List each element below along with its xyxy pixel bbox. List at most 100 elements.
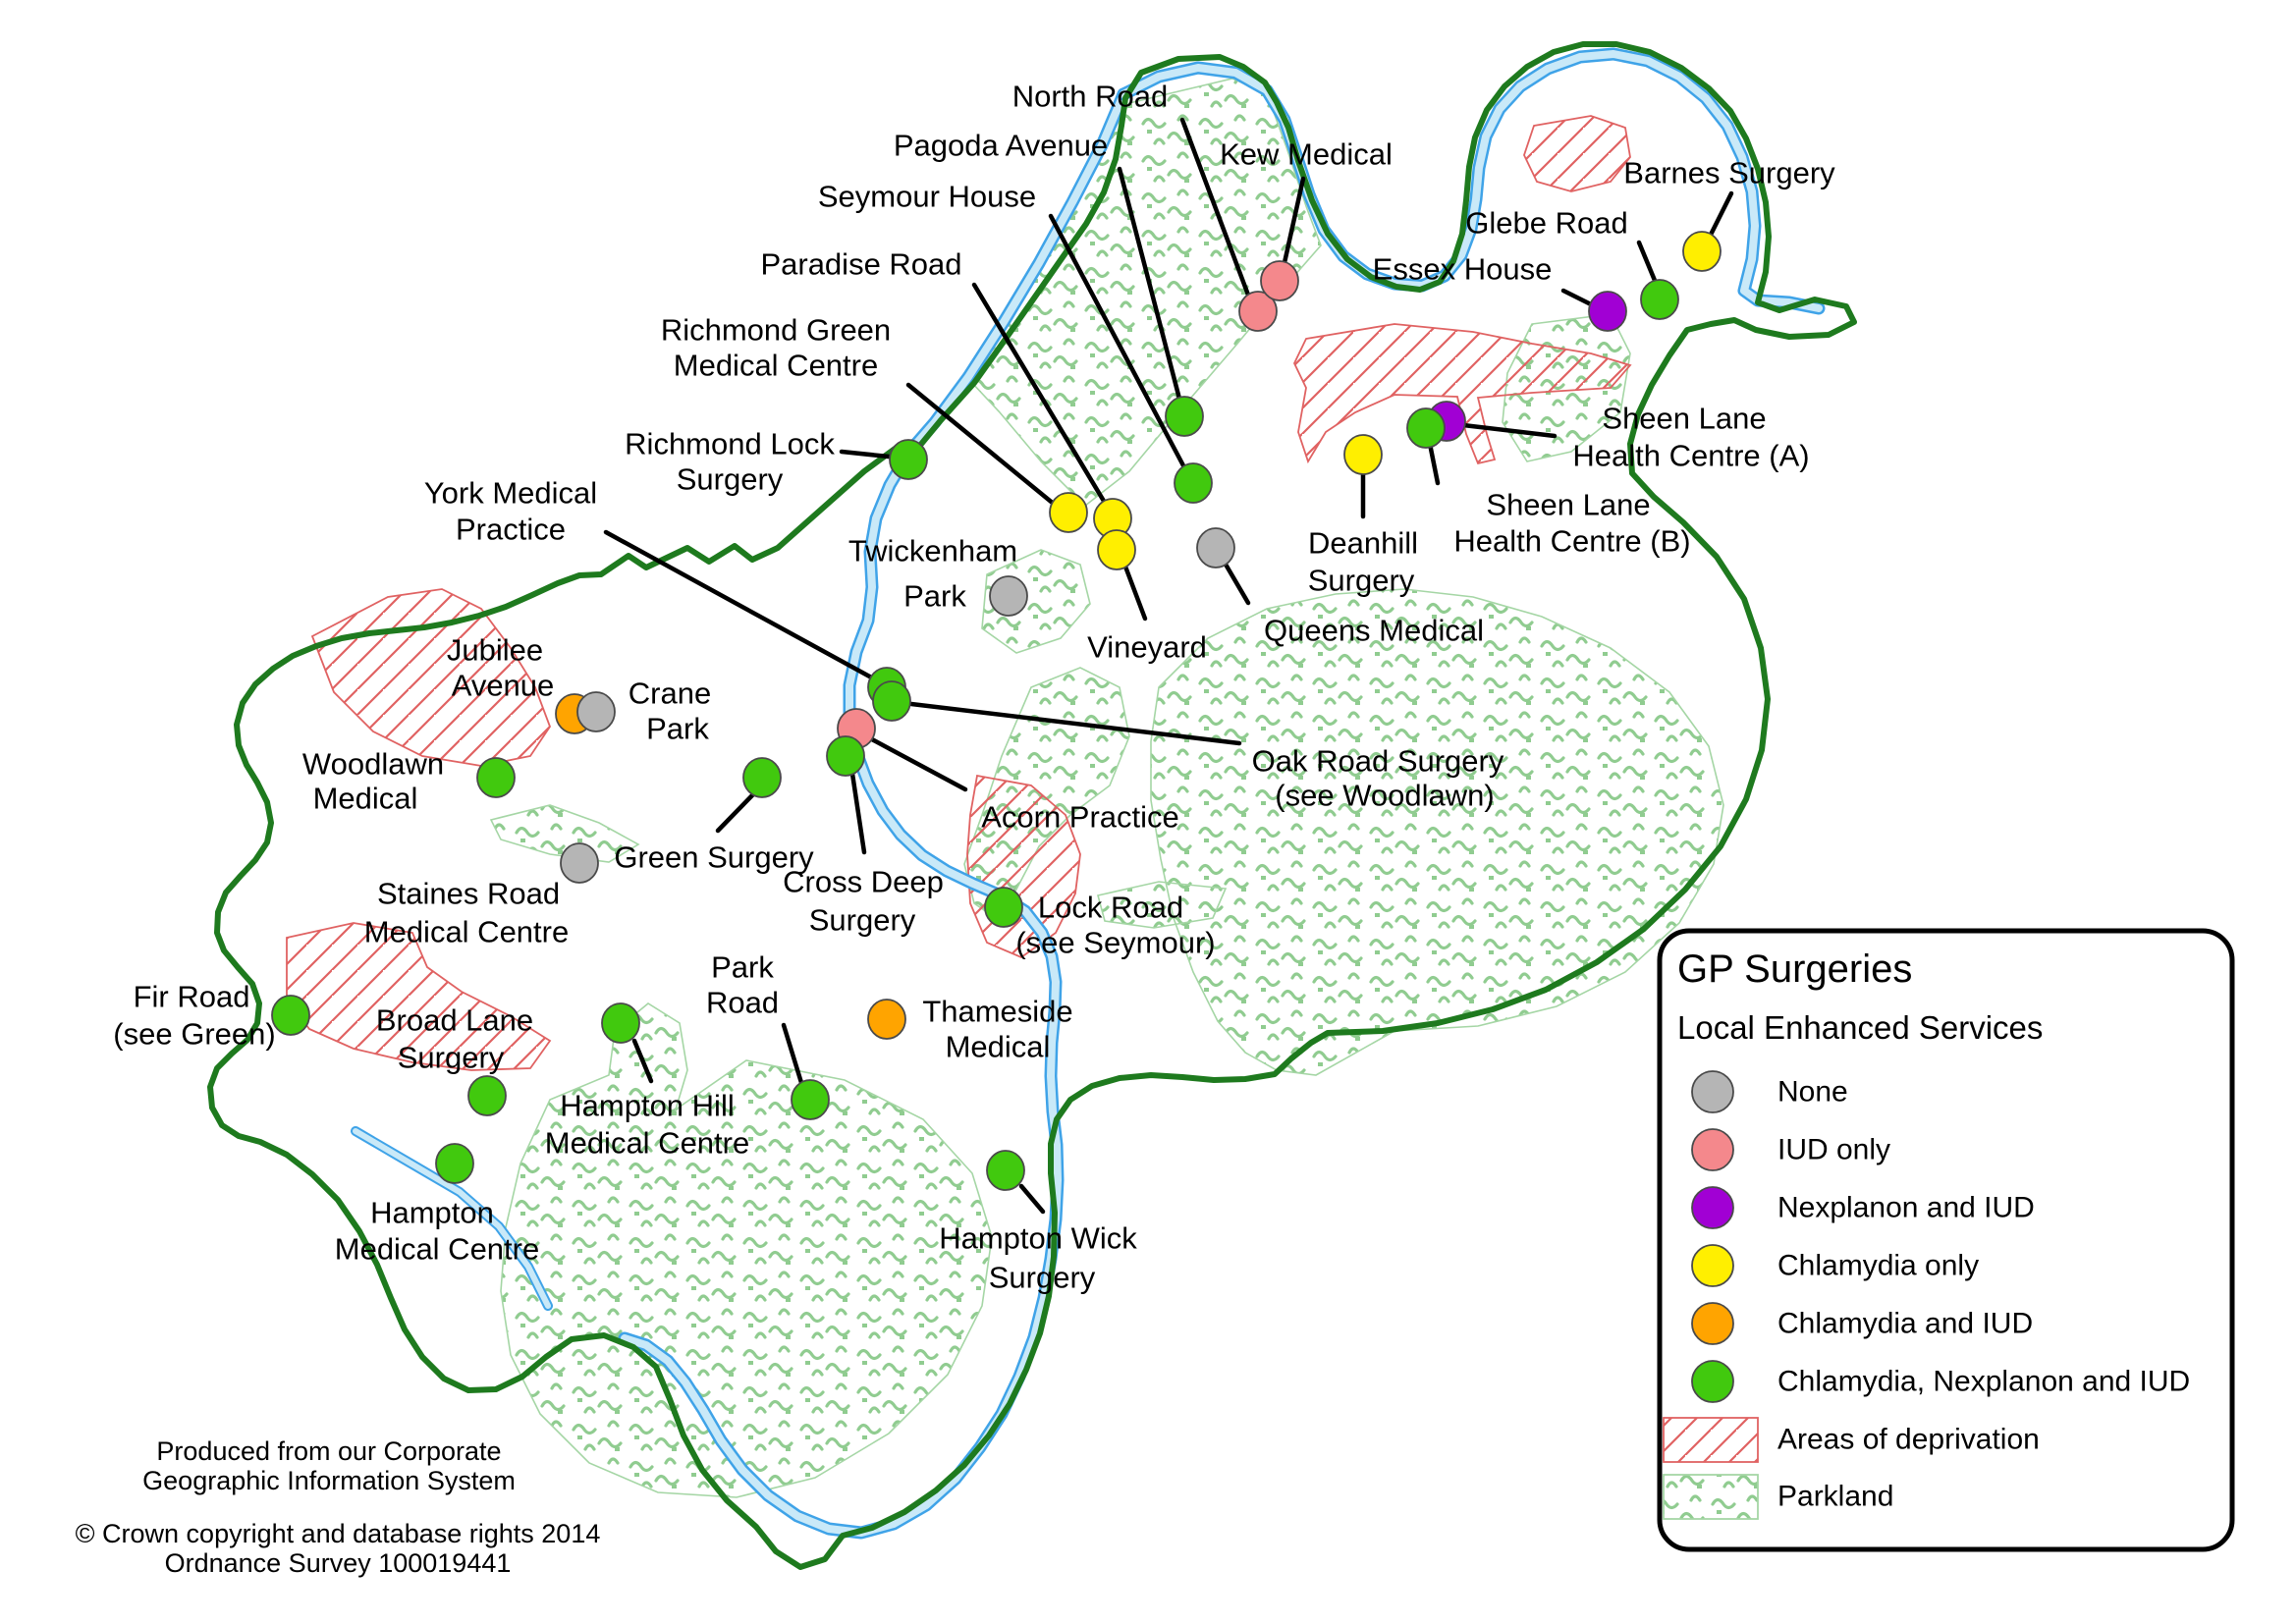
- surgery-label-broad-lane-line2: Surgery: [398, 1041, 505, 1075]
- surgery-label-thameside-line2: Medical: [946, 1030, 1051, 1064]
- surgery-label-jubilee-avenue-line1: Jubilee: [447, 633, 543, 668]
- surgery-dot-broad-lane: [467, 1075, 507, 1116]
- surgery-label-lock-road-line1: Lock Road: [1038, 891, 1183, 925]
- borough-boundary: [207, 41, 1857, 1570]
- leader-line-queens-medical: [1222, 560, 1251, 606]
- surgery-label-paradise-road: Paradise Road: [760, 247, 961, 282]
- footer-line-3: © Crown copyright and database rights 20…: [76, 1519, 601, 1548]
- surgery-dot-park-road: [791, 1079, 830, 1120]
- leader-line-seymour-house: [1048, 213, 1188, 472]
- surgery-label-park-road-line1: Park: [711, 950, 774, 985]
- surgery-dot-barnes-surgery: [1682, 231, 1722, 272]
- deprivation-area-3: [286, 922, 552, 1071]
- surgery-label-crane-park-line2: Park: [646, 712, 709, 746]
- surgery-dot-seymour-house: [1174, 462, 1213, 504]
- surgery-dot-hampton-hill: [601, 1002, 640, 1044]
- legend-item-label-0: None: [1777, 1076, 1848, 1109]
- surgery-label-hampton-hill-line1: Hampton Hill: [560, 1089, 734, 1123]
- legend-swatch-parkland: [1663, 1474, 1759, 1520]
- surgery-dot-twickenham-park: [989, 575, 1028, 617]
- legend-item-label-5: Chlamydia, Nexplanon and IUD: [1777, 1366, 2190, 1398]
- surgery-dot-deanhill: [1343, 434, 1383, 475]
- surgery-label-oak-road-line2: (see Woodlawn): [1275, 779, 1494, 813]
- surgery-label-staines-road-line2: Medical Centre: [364, 915, 569, 949]
- surgery-label-woodlawn-line2: Medical: [313, 782, 418, 816]
- leader-line-sheen-lane-b: [1427, 441, 1441, 486]
- leader-line-paradise-road: [971, 282, 1108, 506]
- deprivation-area-2: [1523, 115, 1631, 192]
- surgery-dot-fir-road: [271, 995, 310, 1036]
- leader-line-acorn-practice: [867, 735, 968, 792]
- surgery-label-hampton-mc-line1: Hampton: [370, 1196, 494, 1230]
- surgery-dot-essex-house: [1588, 291, 1627, 332]
- footer-line-2: Geographic Information System: [142, 1466, 516, 1495]
- parkland-area-7: [1097, 881, 1228, 929]
- surgery-label-north-road: North Road: [1012, 80, 1169, 114]
- legend-item-label-1: IUD only: [1777, 1134, 1890, 1166]
- surgery-label-essex-house: Essex House: [1373, 252, 1553, 287]
- surgery-label-staines-road-line1: Staines Road: [377, 877, 560, 911]
- surgery-dot-woodlawn: [476, 757, 516, 798]
- stream-water: [353, 1128, 551, 1309]
- legend-dot-none: [1691, 1070, 1734, 1113]
- surgery-dot-pagoda-avenue: [1165, 396, 1204, 437]
- surgery-dot-thameside: [867, 999, 906, 1040]
- surgery-label-hampton-hill-line2: Medical Centre: [545, 1126, 749, 1161]
- legend-swatch-deprivation: [1663, 1417, 1759, 1463]
- legend-item-label-3: Chlamydia only: [1777, 1250, 1979, 1282]
- legend-dot-chlamydia_iud: [1691, 1302, 1734, 1345]
- surgery-label-oak-road-line1: Oak Road Surgery: [1252, 744, 1504, 779]
- legend-subtitle: Local Enhanced Services: [1677, 1009, 2043, 1046]
- surgery-label-sheen-lane-a-line2: Health Centre (A): [1572, 439, 1809, 473]
- legend-dot-chlamydia: [1691, 1244, 1734, 1287]
- surgery-label-crane-park-line1: Crane: [629, 677, 711, 711]
- leader-line-oak-road: [908, 701, 1242, 746]
- leader-line-park-road: [781, 1022, 805, 1089]
- surgery-label-seymour-house: Seymour House: [818, 180, 1036, 214]
- surgery-dot-richmond-lock: [889, 439, 928, 480]
- surgery-label-sheen-lane-b-line1: Sheen Lane: [1486, 488, 1650, 522]
- surgery-label-park-road-line2: Road: [706, 986, 779, 1020]
- leader-line-hampton-hill: [631, 1038, 654, 1084]
- leader-line-vineyard: [1122, 564, 1148, 622]
- surgery-label-deanhill-line2: Surgery: [1308, 564, 1415, 598]
- surgery-label-richmond-green-line2: Medical Centre: [674, 349, 878, 383]
- surgery-label-fir-road-line1: Fir Road: [134, 980, 250, 1014]
- leader-line-green-surgery: [715, 790, 757, 834]
- legend-item-label-4: Chlamydia and IUD: [1777, 1308, 2033, 1340]
- surgery-label-twickenham-park-line1: Twickenham: [848, 534, 1017, 568]
- surgery-dot-green-surgery: [742, 757, 782, 798]
- leader-line-hampton-wick: [1018, 1183, 1046, 1215]
- surgery-label-hampton-wick-line2: Surgery: [989, 1261, 1096, 1295]
- river_main-water: [621, 90, 1127, 1537]
- leader-line-york-medical: [603, 529, 878, 682]
- surgery-label-acorn-practice: Acorn Practice: [981, 800, 1179, 835]
- surgery-label-lock-road-line2: (see Seymour): [1015, 926, 1215, 960]
- surgery-label-deanhill-line1: Deanhill: [1308, 526, 1418, 561]
- surgery-dot-lock-road: [984, 887, 1023, 928]
- surgery-label-queens-medical: Queens Medical: [1264, 614, 1484, 648]
- surgery-dot-queens-medical: [1196, 527, 1235, 568]
- parkland-area-1: [1150, 588, 1724, 1076]
- legend-area-label-1: Parkland: [1777, 1481, 1893, 1513]
- deprivation-area-1: [1293, 323, 1632, 465]
- parkland-area-6: [489, 804, 640, 863]
- surgery-label-cross-deep-line1: Cross Deep: [783, 865, 944, 899]
- surgery-label-pagoda-avenue: Pagoda Avenue: [894, 129, 1108, 163]
- surgery-dot-crane-park: [576, 691, 616, 732]
- surgery-dot-richmond-green: [1049, 492, 1088, 533]
- legend-title: GP Surgeries: [1677, 947, 1912, 991]
- surgery-label-thameside-line1: Thameside: [922, 995, 1072, 1029]
- surgery-label-sheen-lane-b-line2: Health Centre (B): [1453, 524, 1690, 559]
- surgery-label-cross-deep-line2: Surgery: [809, 903, 916, 938]
- legend-dot-iud: [1691, 1128, 1734, 1171]
- surgery-dot-north-road: [1238, 291, 1278, 332]
- surgery-dot-cross-deep: [826, 735, 865, 777]
- legend-dot-chlamydia_nexplanon_iud: [1691, 1360, 1734, 1403]
- leader-line-glebe-road: [1636, 240, 1659, 286]
- surgery-label-york-medical-line2: Practice: [456, 513, 566, 547]
- surgery-label-broad-lane-line1: Broad Lane: [376, 1003, 533, 1038]
- surgery-dot-sheen-lane-b: [1406, 407, 1446, 449]
- surgery-label-richmond-green-line1: Richmond Green: [661, 313, 891, 348]
